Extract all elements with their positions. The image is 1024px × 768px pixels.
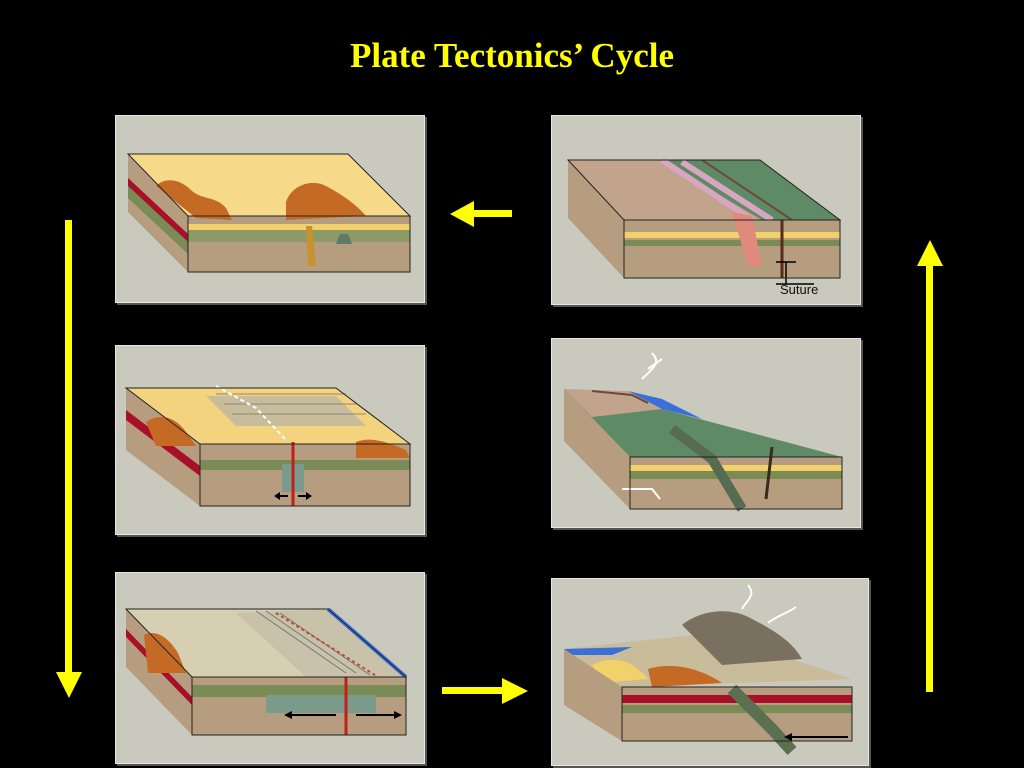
panel-young-ocean-basin bbox=[115, 572, 425, 764]
arrow-down-icon bbox=[56, 220, 82, 698]
panel-continental-collision: Suture bbox=[551, 115, 861, 305]
arrow-left-icon bbox=[450, 201, 512, 227]
panel-subduction-volcanic-arc bbox=[551, 578, 869, 766]
young-ocean-basin-diagram bbox=[124, 607, 408, 736]
panel-continental-rift bbox=[115, 345, 425, 535]
continental-collision-diagram: Suture bbox=[566, 157, 842, 297]
stable-continent-diagram bbox=[126, 153, 412, 273]
panel-ocean-closing bbox=[551, 338, 861, 528]
arrow-up-icon bbox=[917, 240, 943, 692]
page-title: Plate Tectonics’ Cycle bbox=[350, 36, 674, 75]
arrow-right-icon bbox=[442, 678, 528, 704]
panel-stable-continent bbox=[115, 115, 425, 303]
ocean-closing-diagram bbox=[564, 352, 843, 512]
suture-label: Suture bbox=[780, 282, 818, 297]
continental-rift-diagram bbox=[124, 385, 412, 507]
subduction-volcanic-arc-diagram bbox=[564, 584, 853, 756]
